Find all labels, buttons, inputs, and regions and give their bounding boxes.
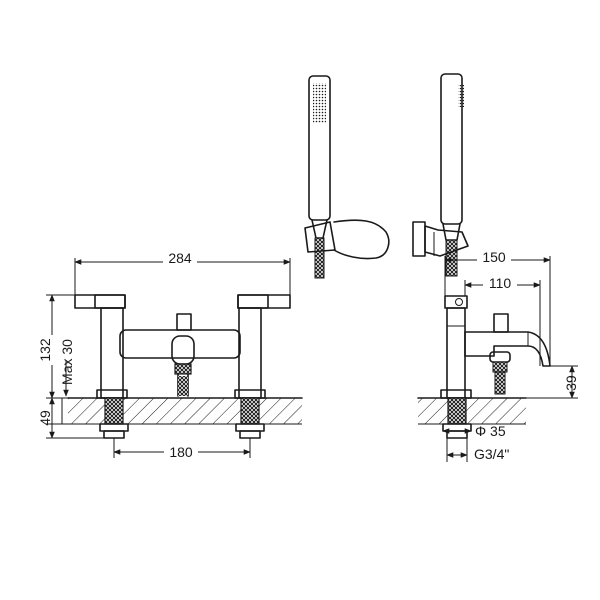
dim-front-height: 132 bbox=[37, 338, 53, 362]
left-tail bbox=[104, 397, 124, 425]
side-deck bbox=[418, 398, 526, 424]
dim-base-diameter: Φ 35 bbox=[475, 423, 506, 439]
dim-thread: G3/4" bbox=[474, 446, 509, 462]
side-view: 150 110 39 Φ 35 G3/4" bbox=[417, 249, 579, 462]
dim-deck-depth: 49 bbox=[37, 410, 53, 426]
side-hose bbox=[494, 371, 506, 395]
front-hose bbox=[178, 376, 188, 396]
dim-spout-projection: 110 bbox=[489, 275, 512, 291]
handset-front-hose bbox=[314, 237, 325, 279]
dim-side-projection: 150 bbox=[482, 249, 506, 265]
side-hose-nut bbox=[492, 361, 508, 373]
handset-side-hose bbox=[445, 239, 458, 277]
front-hose-nut bbox=[174, 363, 192, 375]
handset-front-view bbox=[304, 75, 390, 279]
dim-spout-height: 39 bbox=[563, 375, 579, 391]
front-deck bbox=[68, 398, 302, 424]
dim-front-width: 284 bbox=[168, 250, 192, 266]
dim-max-deck: Max 30 bbox=[59, 339, 75, 385]
handset-front-face bbox=[313, 83, 326, 123]
front-view: 284 132 Max 30 49 180 bbox=[37, 250, 303, 460]
dim-centres: 180 bbox=[169, 444, 193, 460]
handset-side-face bbox=[458, 85, 464, 107]
right-tail bbox=[240, 397, 260, 425]
side-tail bbox=[447, 397, 467, 425]
handset-side-view bbox=[412, 73, 469, 277]
